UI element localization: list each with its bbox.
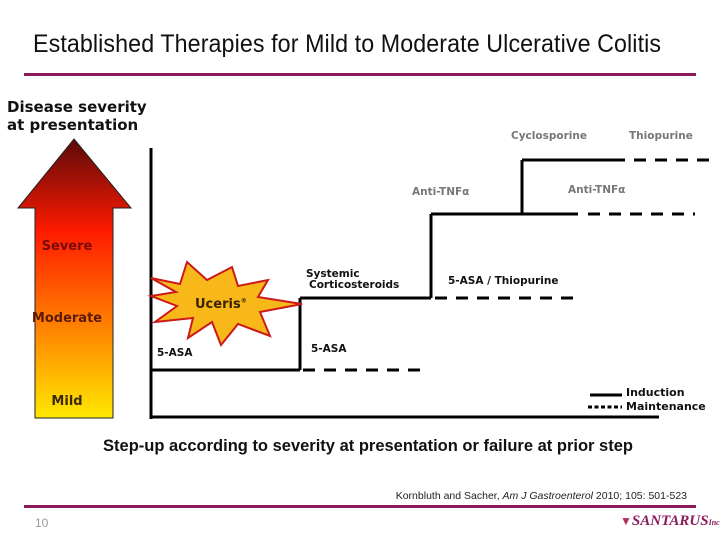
step-1-label: 5-ASA [157, 347, 193, 359]
severity-axis-title: Disease severity at presentation [7, 98, 147, 134]
step-3-label-line2: Corticosteroids [309, 279, 400, 291]
company-logo: ▼SANTARUSInc.® [620, 513, 720, 530]
step-5-maintenance-label: Thiopurine [629, 130, 693, 142]
logo-text: SANTARUS [631, 513, 709, 529]
page-number: 10 [35, 516, 49, 530]
severity-axis-title-line2: at presentation [7, 116, 139, 134]
uceris-label: Uceris® [195, 297, 247, 312]
logo-triangle-icon: ▼ [620, 514, 632, 528]
legend-maintenance-label: Maintenance [626, 400, 706, 413]
step-3-label: Systemic Corticosteroids [306, 269, 399, 291]
citation-authors: Kornbluth and Sacher, [395, 490, 503, 502]
uceris-name: Uceris [195, 297, 241, 312]
footer-subtitle: Step-up according to severity at present… [103, 437, 633, 455]
step-4-label: Anti-TNFα [412, 186, 470, 198]
severity-arrow [16, 138, 133, 419]
citation-journal: Am J Gastroenterol [502, 490, 593, 502]
legend-induction-label: Induction [626, 386, 685, 399]
step-3-maintenance-label: 5-ASA / Thiopurine [448, 275, 559, 287]
step-3-label-line1: Systemic [306, 268, 360, 280]
step-4-maintenance-label: Anti-TNFα [568, 184, 626, 196]
citation: Kornbluth and Sacher, Am J Gastroenterol… [396, 490, 687, 502]
uceris-starburst [147, 260, 303, 347]
step-5-label: Cyclosporine [511, 130, 587, 142]
severity-axis-title-line1: Disease severity [7, 98, 147, 116]
title-divider [24, 73, 696, 76]
step-2-label: 5-ASA [311, 343, 347, 355]
severity-level-severe: Severe [41, 239, 93, 254]
footer-divider [24, 505, 696, 508]
citation-details: 2010; 105: 501-523 [593, 490, 687, 502]
logo-suffix: Inc.® [708, 518, 720, 527]
severity-level-moderate: Moderate [31, 311, 103, 326]
slide-title: Established Therapies for Mild to Modera… [33, 30, 662, 58]
uceris-registered-mark: ® [240, 297, 247, 305]
severity-level-mild: Mild [51, 394, 83, 409]
